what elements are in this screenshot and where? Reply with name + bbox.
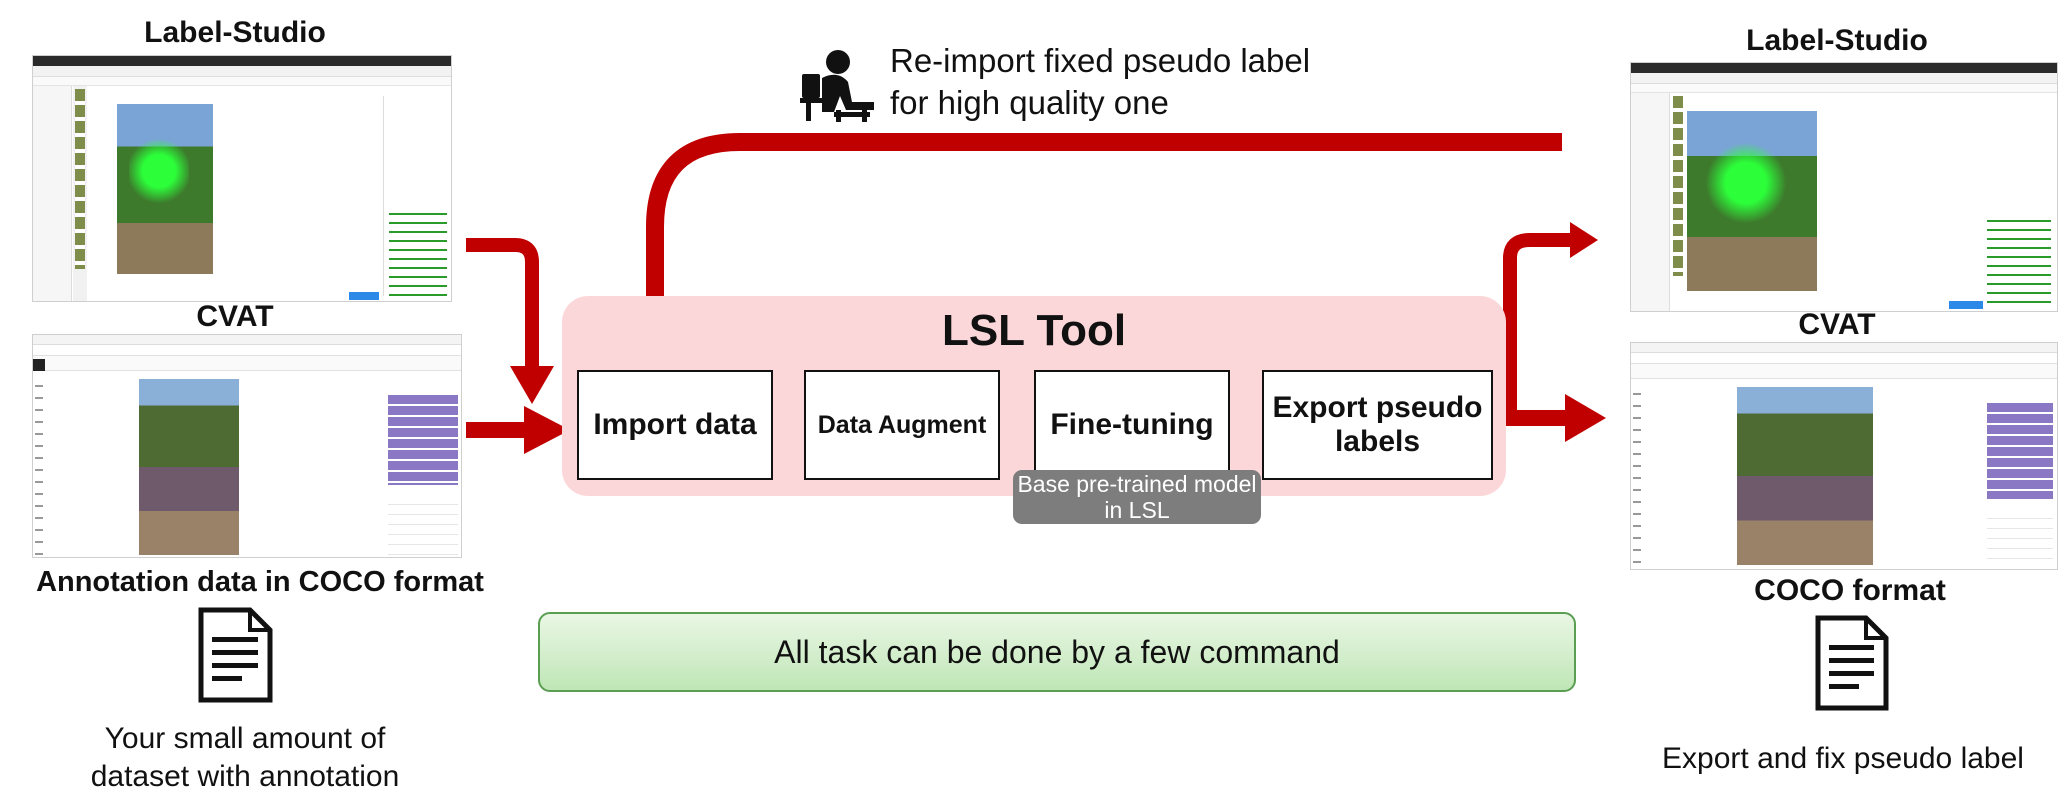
- stage-import-data: Import data: [577, 370, 773, 480]
- right-cvat-screenshot: [1630, 342, 2058, 570]
- label-studio-to-import-arrow: [466, 238, 539, 370]
- export-to-cvat-arrow: [1493, 410, 1569, 426]
- left-label-studio-screenshot: [32, 55, 452, 302]
- user-at-computer-icon: [800, 50, 874, 122]
- left-coco-heading: Annotation data in COCO format: [36, 566, 484, 598]
- stage-fine-tuning: Fine-tuning: [1034, 370, 1230, 480]
- right-description: Export and fix pseudo label: [1662, 742, 2024, 775]
- reimport-loop-arrow: [646, 133, 1562, 300]
- export-to-cvat-arrowhead: [1565, 394, 1606, 442]
- label-studio-to-import-arrowhead: [510, 366, 554, 404]
- right-label-studio-screenshot: [1630, 62, 2058, 312]
- document-icon: [198, 607, 273, 703]
- right-cvat-title: CVAT: [1798, 308, 1876, 341]
- stage-export-pseudo-labels: Export pseudo labels: [1262, 370, 1493, 480]
- left-cvat-title: CVAT: [196, 300, 274, 333]
- cvat-to-import-arrowhead: [524, 406, 570, 454]
- right-label-studio-title: Label-Studio: [1746, 24, 1928, 57]
- document-icon: [1815, 615, 1889, 711]
- command-bar: All task can be done by a few command: [538, 612, 1576, 692]
- cvat-to-import-arrow: [466, 422, 526, 438]
- left-label-studio-title: Label-Studio: [144, 16, 326, 49]
- base-model-note: Base pre-trained model in LSL: [1013, 470, 1261, 524]
- export-to-label-studio-arrow: [1493, 233, 1575, 425]
- left-cvat-screenshot: [32, 334, 462, 558]
- export-to-label-studio-arrowhead: [1570, 222, 1598, 258]
- right-coco-heading: COCO format: [1754, 574, 1946, 607]
- left-description: Your small amount of dataset with annota…: [90, 722, 400, 793]
- lsl-tool-title: LSL Tool: [941, 306, 1127, 355]
- reimport-text: Re-import fixed pseudo label for high qu…: [890, 42, 1311, 121]
- stage-data-augment: Data Augment: [804, 370, 1000, 480]
